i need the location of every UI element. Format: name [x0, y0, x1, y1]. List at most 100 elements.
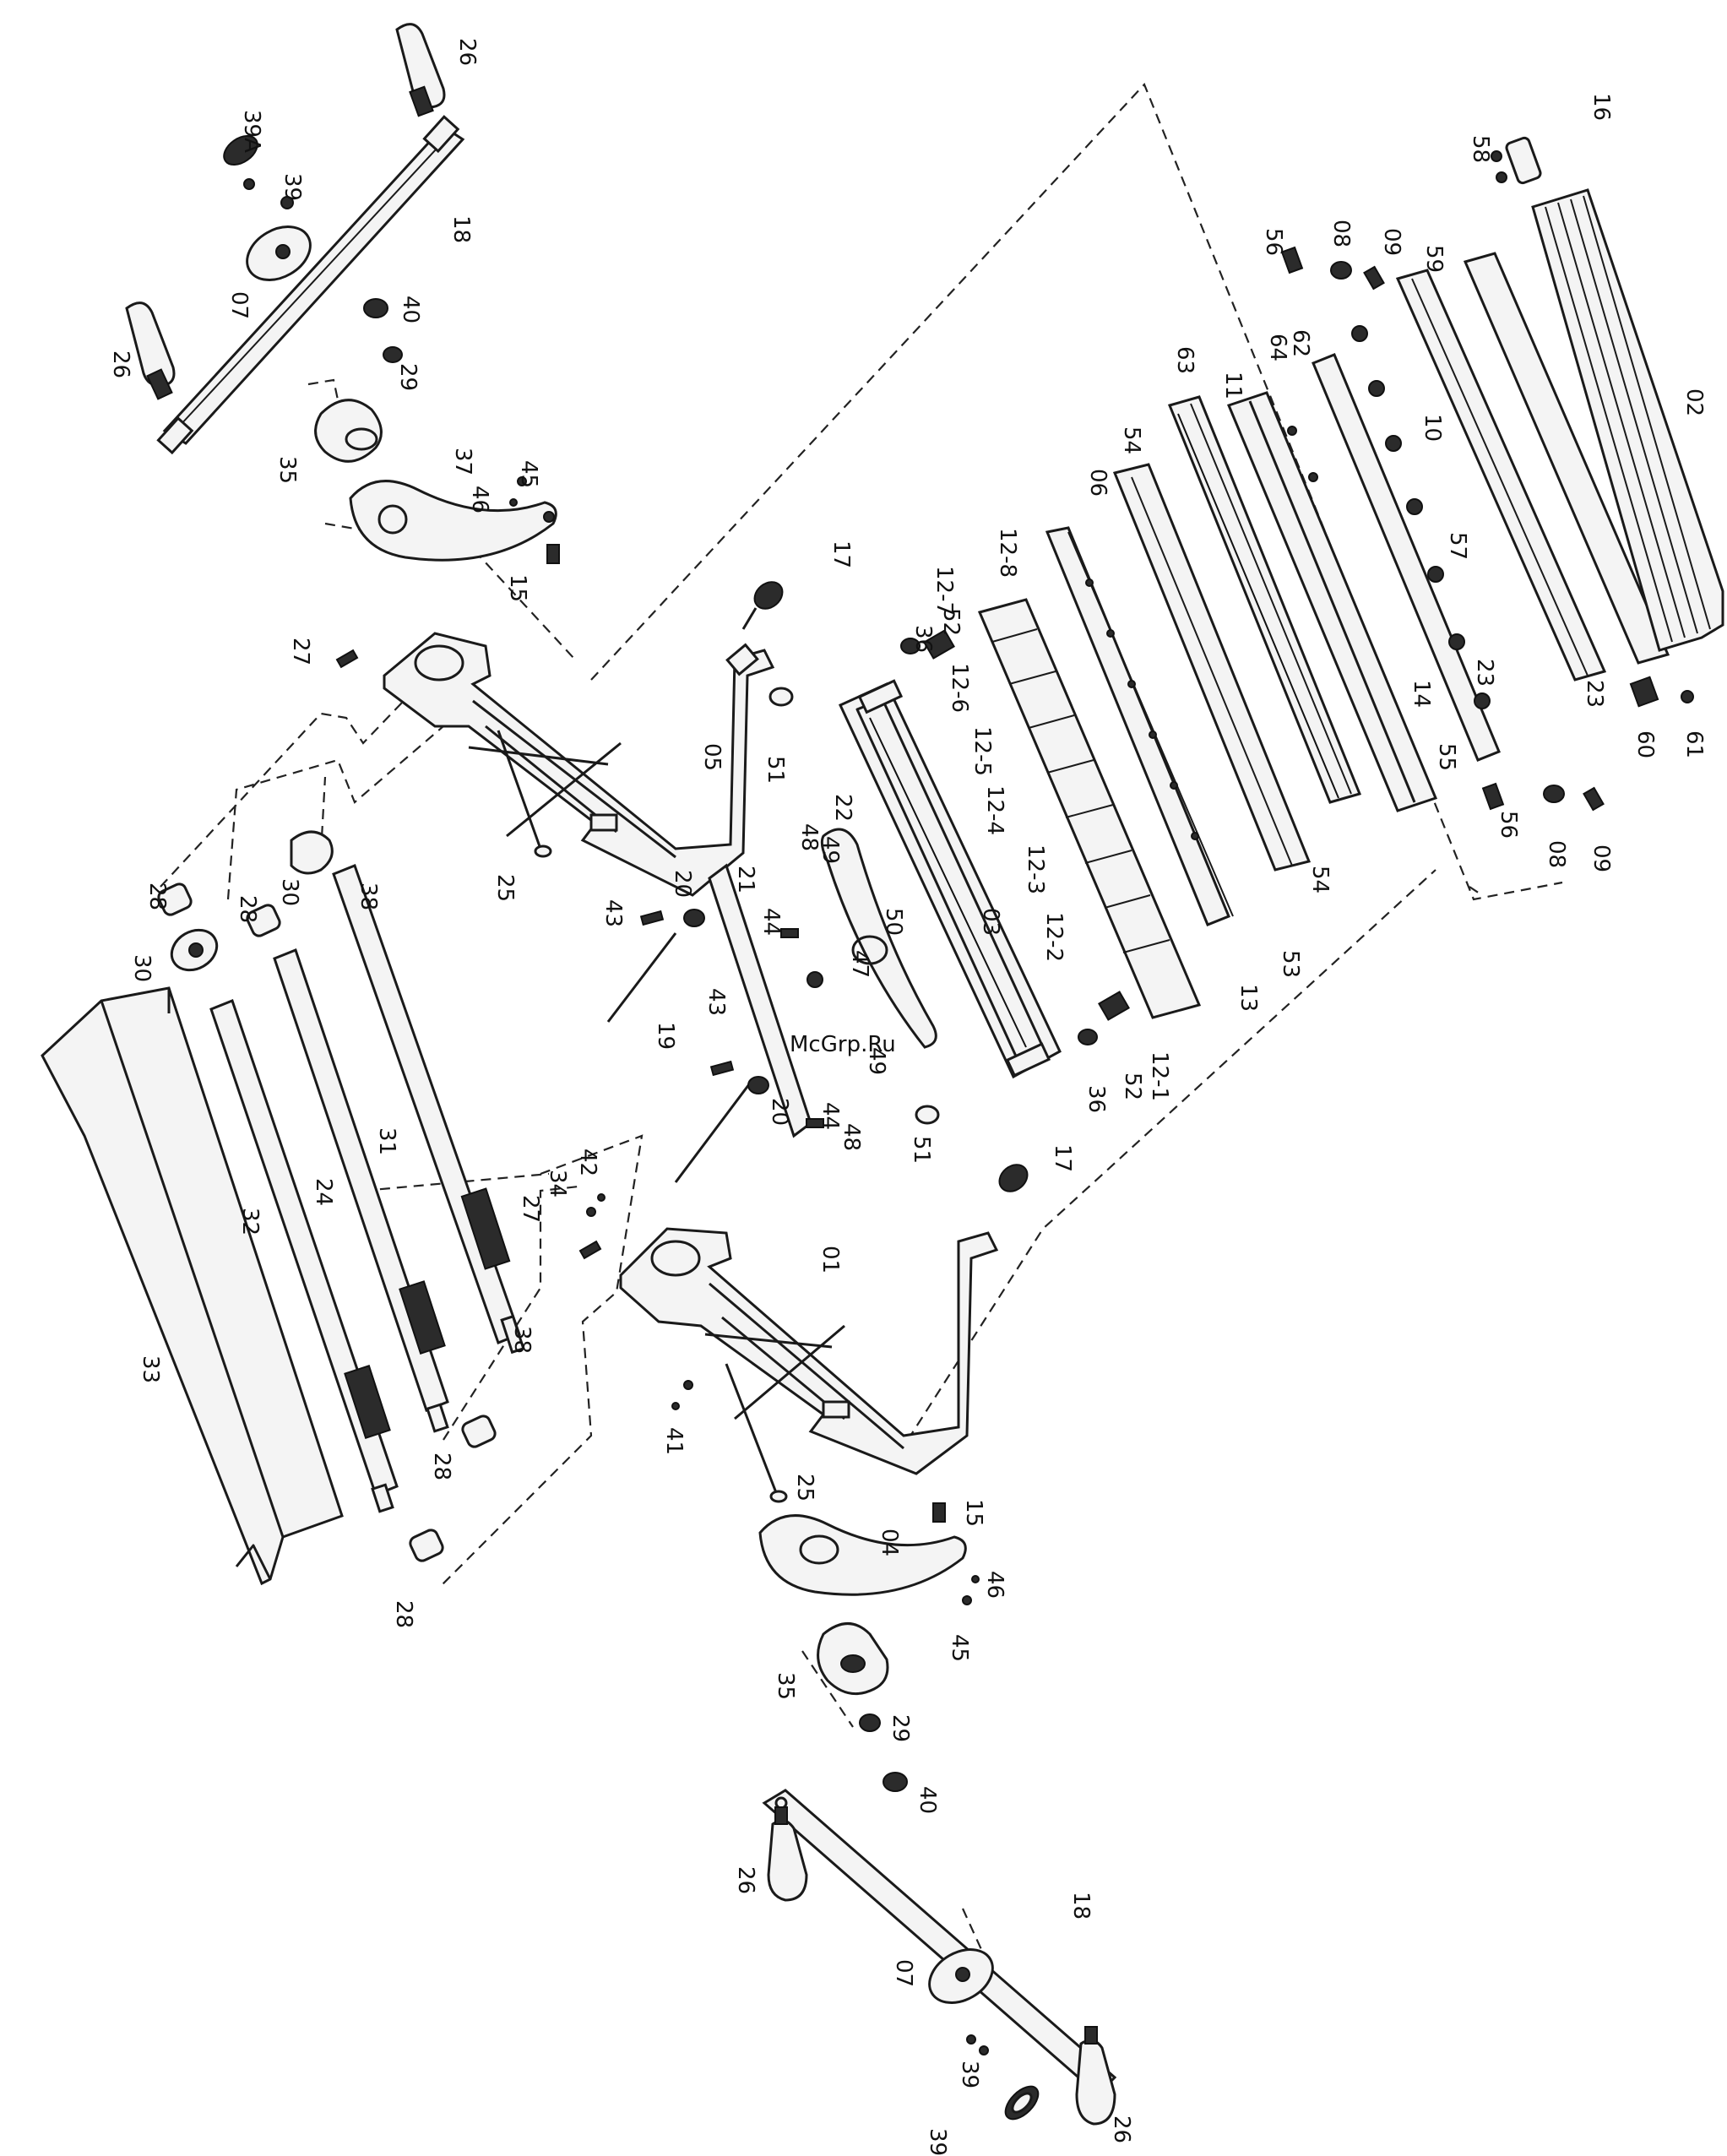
- part-label-c13: 13: [1236, 984, 1261, 1012]
- handle-26-lower-right: [1075, 2026, 1116, 2126]
- part-label-c62: 62: [1288, 329, 1313, 357]
- small-parts-41-42-34-27: [578, 1193, 693, 1410]
- part-label-c56a: 56: [1261, 228, 1286, 256]
- bolt-25-top: [497, 730, 552, 858]
- part-label-c08b: 08: [1544, 840, 1569, 868]
- part-label-c64: 64: [1265, 334, 1290, 361]
- part-label-c37: 37: [450, 448, 475, 475]
- rail-10: [1395, 269, 1607, 682]
- part-label-c49b: 49: [864, 1047, 889, 1075]
- part-label-c12_3: 12-3: [1023, 844, 1048, 894]
- feet-51-36-52: [768, 629, 1130, 1125]
- screws-57-row: [1351, 325, 1491, 709]
- part-label-c33: 33: [138, 1355, 163, 1383]
- part-label-c41: 41: [661, 1427, 687, 1455]
- part-label-c52b: 52: [1120, 1073, 1145, 1100]
- small-screws-45-46-15-top: [509, 476, 560, 564]
- part-label-c22: 22: [830, 794, 855, 822]
- part-label-c09a: 09: [1379, 228, 1404, 256]
- part-label-c61: 61: [1681, 730, 1707, 758]
- part-label-c56b: 56: [1496, 811, 1521, 839]
- part-label-c50: 50: [881, 908, 906, 936]
- part-label-c03: 03: [978, 908, 1003, 936]
- rail-14: [1312, 353, 1501, 762]
- part-label-c04: 04: [877, 1529, 902, 1556]
- knob-17-top: [741, 581, 784, 630]
- part-label-c07_1: 07: [226, 291, 252, 319]
- part-label-c26d: 26: [1109, 2115, 1134, 2143]
- part-label-c05: 05: [699, 743, 725, 771]
- roller-32: [209, 999, 399, 1513]
- part-label-c25_1: 25: [492, 874, 518, 902]
- part-label-c30b: 30: [129, 954, 155, 982]
- part-label-c31: 31: [374, 1127, 399, 1155]
- part-label-c39_1: 39: [280, 173, 305, 201]
- roller-24: [273, 948, 449, 1433]
- part-label-c12_4: 12-4: [982, 785, 1007, 835]
- part-label-c01: 01: [817, 1246, 843, 1274]
- table-03: [839, 679, 1062, 1079]
- handle-26-top-left: [125, 301, 176, 400]
- bracket-20-21: [639, 863, 824, 1138]
- part-label-c44a: 44: [758, 908, 784, 936]
- part-label-c24: 24: [311, 1178, 336, 1206]
- part-label-c26a: 26: [454, 38, 480, 66]
- part-label-c17_1: 17: [828, 540, 854, 568]
- part-label-c21: 21: [733, 866, 758, 893]
- part-label-c42: 42: [575, 1149, 600, 1176]
- part-label-c39_2: 39: [957, 2061, 982, 2088]
- handle-26-lower-left: [767, 1806, 808, 1902]
- screw-27-top: [335, 649, 359, 669]
- part-label-c46_1: 46: [467, 486, 492, 513]
- part-label-c29_2: 29: [888, 1714, 913, 1742]
- part-label-c20a: 20: [670, 870, 695, 898]
- gear-35-top: [314, 399, 383, 463]
- spring-40-29-top: [363, 298, 403, 363]
- part-label-c45_1: 45: [516, 460, 541, 488]
- arm-22: [806, 828, 937, 1049]
- lever-37: [349, 480, 557, 562]
- part-label-c28d: 28: [391, 1600, 416, 1628]
- part-label-c39a2: 39A: [925, 2128, 950, 2156]
- part-label-c45_2: 45: [947, 1634, 972, 1662]
- bolt-25-lower: [725, 1363, 788, 1503]
- part-label-c35_1: 35: [274, 456, 300, 484]
- part-label-c11: 11: [1220, 372, 1246, 399]
- part-label-c29_1: 29: [395, 363, 421, 391]
- part-label-c12_8: 12-8: [995, 528, 1020, 578]
- knobs-lower-right: [1481, 676, 1694, 812]
- rail-13: [1045, 526, 1234, 926]
- part-label-c27_1: 27: [288, 638, 313, 665]
- part-label-c16: 16: [1589, 93, 1614, 121]
- part-label-c34: 34: [545, 1170, 570, 1197]
- segmented-table-12: [977, 598, 1202, 1019]
- part-label-c52a: 52: [938, 608, 964, 636]
- part-label-c40_2: 40: [915, 1786, 940, 1814]
- crank-bar-18-lower: [762, 1789, 1117, 2097]
- gear-35-lower: [817, 1622, 889, 1696]
- part-label-c28b: 28: [235, 895, 260, 923]
- part-label-c15_2: 15: [961, 1499, 986, 1527]
- part-label-c40_1: 40: [398, 296, 423, 323]
- part-label-c38_2: 38: [509, 1326, 535, 1354]
- part-label-c49a: 49: [817, 836, 843, 864]
- part-label-c48b: 48: [839, 1123, 864, 1151]
- rail-63: [1167, 395, 1362, 804]
- frame-casting-01: [619, 1227, 999, 1475]
- rail-23: [1463, 252, 1670, 665]
- grid-table-02: [1531, 188, 1724, 652]
- bracket-16-58: [1491, 136, 1542, 185]
- rail-06: [1112, 463, 1312, 872]
- part-label-c47: 47: [847, 950, 872, 978]
- part-label-c48a: 48: [796, 823, 822, 851]
- part-label-c36b: 36: [1083, 1085, 1109, 1113]
- part-label-c26b: 26: [108, 350, 133, 378]
- part-label-c28c: 28: [429, 1453, 454, 1480]
- knob-39a-top: [223, 134, 294, 209]
- part-label-c43a: 43: [600, 899, 626, 927]
- part-label-c51b: 51: [909, 1136, 934, 1164]
- part-label-c10: 10: [1420, 414, 1445, 442]
- part-label-c28a: 28: [144, 882, 170, 910]
- part-label-c63: 63: [1172, 346, 1197, 374]
